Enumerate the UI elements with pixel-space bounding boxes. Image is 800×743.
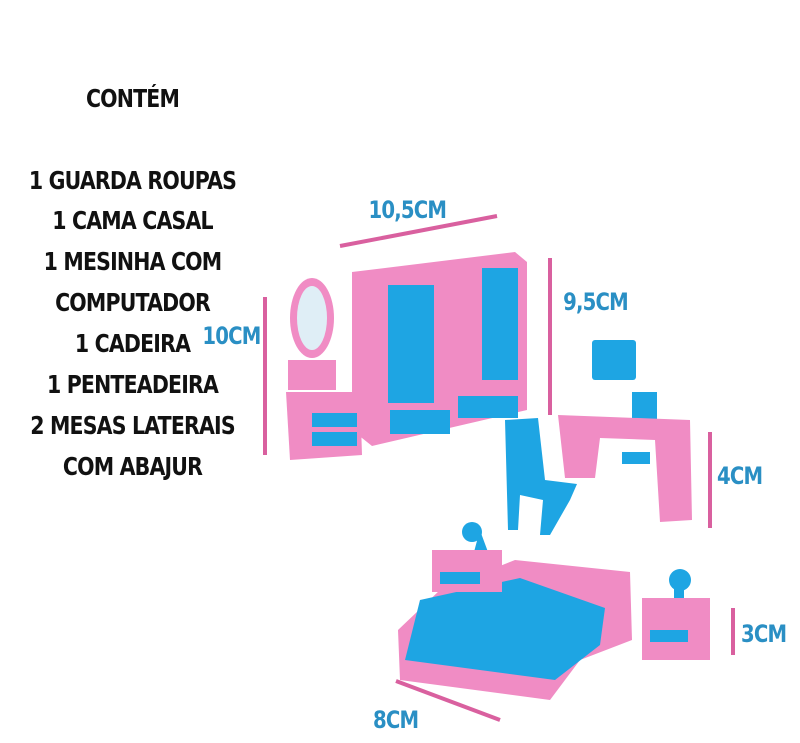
- desk: [558, 340, 692, 522]
- list-item: 1 MESINHA COM: [43, 247, 223, 276]
- desk-height-label: 4CM: [716, 462, 763, 490]
- bed: [398, 560, 632, 700]
- list-item: 1 GUARDA ROUPAS: [28, 166, 237, 195]
- measure-line-bed-width: [395, 679, 501, 722]
- measure-lines: [263, 214, 735, 722]
- list-item: 1 PENTEADEIRA: [46, 370, 219, 399]
- list-item: 1 CAMA CASAL: [52, 206, 213, 235]
- bed-width-label: 8CM: [372, 706, 419, 734]
- wardrobe-height-label: 9,5CM: [563, 288, 629, 316]
- nightstand-height-label: 3CM: [740, 620, 787, 648]
- wardrobe-width-label: 10,5CM: [368, 196, 447, 224]
- vanity: [286, 278, 362, 460]
- nightstand-right: [642, 569, 710, 660]
- vanity-height-label: 10CM: [202, 322, 261, 350]
- measure-line-wardrobe-width: [339, 214, 498, 248]
- list-item: COM ABAJUR: [62, 452, 203, 481]
- list-item: COMPUTADOR: [55, 288, 211, 317]
- wardrobe: [352, 252, 527, 446]
- list-item: 2 MESAS LATERAIS: [30, 411, 235, 440]
- chair: [505, 418, 577, 535]
- nightstand-left: [432, 522, 502, 592]
- list-item: 1 CADEIRA: [74, 329, 191, 358]
- contents-heading: CONTÉM: [85, 84, 180, 113]
